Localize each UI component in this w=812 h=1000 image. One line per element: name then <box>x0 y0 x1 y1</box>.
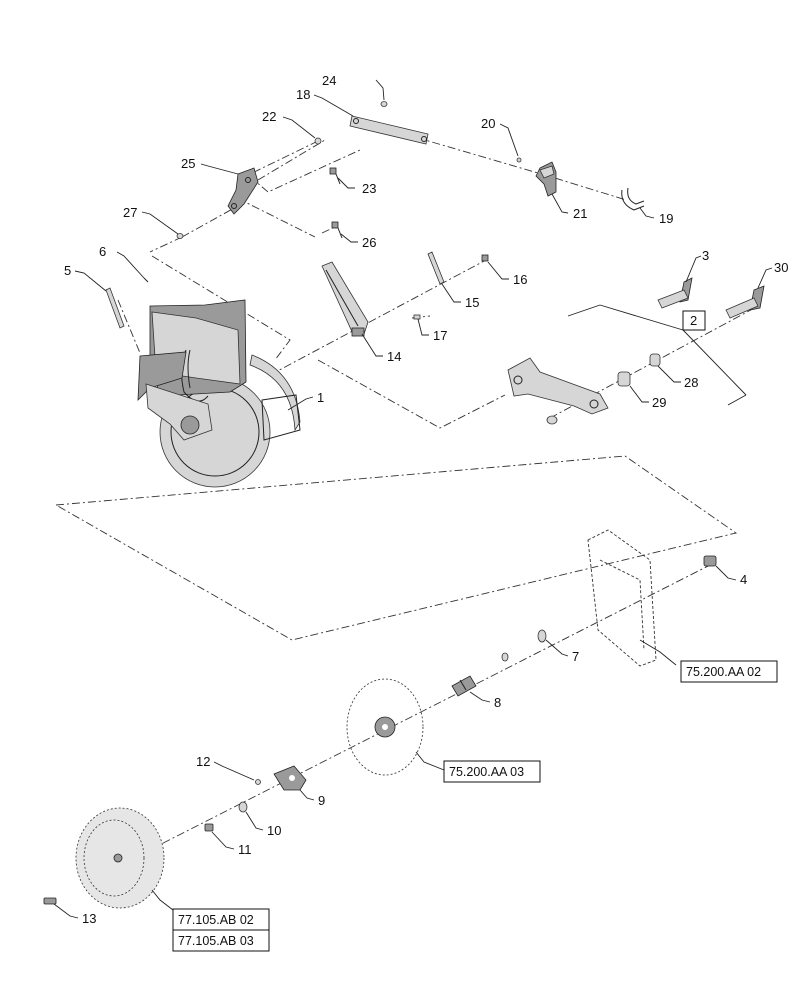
leader-lines <box>53 79 773 919</box>
part-29-bushing <box>617 371 631 387</box>
callout-26: 26 <box>362 235 376 250</box>
callout-16: 16 <box>513 272 527 287</box>
part-3-pin <box>657 277 693 309</box>
ref-77-105-ab-03-label[interactable]: 77.105.AB 03 <box>178 934 254 948</box>
callout-20: 20 <box>481 116 495 131</box>
callout-29: 29 <box>652 395 666 410</box>
part-8-shaft <box>451 675 477 697</box>
callout-17: 17 <box>433 328 447 343</box>
part-18-link-bar <box>349 115 429 145</box>
callout-6: 6 <box>99 244 106 259</box>
callout-1: 1 <box>317 390 324 405</box>
part-gauge-wheel <box>75 807 165 909</box>
callout-21: 21 <box>573 206 587 221</box>
part-22-pin <box>314 137 322 145</box>
callout-2: 2 <box>690 313 697 328</box>
callout-8: 8 <box>494 695 501 710</box>
callout-2-box: 2 <box>682 310 706 331</box>
callout-30: 30 <box>774 260 788 275</box>
part-14-arm <box>321 261 369 337</box>
part-small-spacer <box>501 652 509 662</box>
part-11-bolt <box>204 823 214 832</box>
callout-23: 23 <box>362 181 376 196</box>
part-30-pin <box>725 285 765 319</box>
ref-77-105-ab-02[interactable]: 77.105.AB 02 <box>172 908 270 931</box>
group-frame-item-2 <box>567 304 747 406</box>
callout-5: 5 <box>64 263 71 278</box>
part-13-bolt <box>43 897 57 905</box>
ref-77-105-ab-02-label[interactable]: 77.105.AB 02 <box>178 913 254 927</box>
callout-7: 7 <box>572 649 579 664</box>
callout-3: 3 <box>702 248 709 263</box>
callout-10: 10 <box>267 823 281 838</box>
part-16-bolt <box>481 254 489 262</box>
part-23-bolt <box>329 167 341 185</box>
callout-19: 19 <box>659 211 673 226</box>
part-2-arm <box>507 357 609 425</box>
part-4-bolt <box>703 555 717 567</box>
part-20-pin <box>516 157 522 163</box>
part-10-washer <box>238 801 248 813</box>
part-19-u-clip <box>621 187 645 211</box>
callout-28: 28 <box>684 375 698 390</box>
part-6-pin <box>143 277 149 283</box>
part-9-hub <box>273 765 307 791</box>
part-17-pin <box>413 314 421 320</box>
part-1-opener-assembly <box>137 299 301 488</box>
frame-bracket-ghost <box>587 529 657 667</box>
part-12-pin <box>255 779 261 785</box>
part-25-bracket <box>227 167 259 215</box>
part-5-rod <box>105 287 125 329</box>
ref-75-200-aa-03-label[interactable]: 75.200.AA 03 <box>449 765 524 779</box>
callout-15: 15 <box>465 295 479 310</box>
part-opener-disc <box>346 678 424 776</box>
part-15-link <box>427 251 445 285</box>
part-26-bolt <box>331 221 343 239</box>
callout-14: 14 <box>387 349 401 364</box>
callout-labels: 24 18 22 20 25 23 21 19 27 26 6 5 16 15 … <box>64 73 788 926</box>
part-27-pin <box>176 233 184 239</box>
part-7-washer <box>537 629 547 643</box>
part-28-bushing <box>649 353 661 367</box>
callout-13: 13 <box>82 911 96 926</box>
part-21-latch <box>535 161 557 197</box>
ref-75-200-aa-02-label[interactable]: 75.200.AA 02 <box>686 665 761 679</box>
callout-4: 4 <box>740 572 747 587</box>
part-24-pin <box>380 101 388 107</box>
callout-11: 11 <box>238 842 252 857</box>
ref-75-200-aa-03[interactable]: 75.200.AA 03 <box>443 760 541 783</box>
ref-75-200-aa-02[interactable]: 75.200.AA 02 <box>680 660 778 683</box>
ref-77-105-ab-03[interactable]: 77.105.AB 03 <box>172 929 270 952</box>
callout-25: 25 <box>181 156 195 171</box>
callout-18: 18 <box>296 87 310 102</box>
callout-9: 9 <box>318 793 325 808</box>
callout-12: 12 <box>196 754 210 769</box>
callout-27: 27 <box>123 205 137 220</box>
assembly-lines <box>55 117 761 866</box>
callout-24: 24 <box>322 73 336 88</box>
callout-22: 22 <box>262 109 276 124</box>
